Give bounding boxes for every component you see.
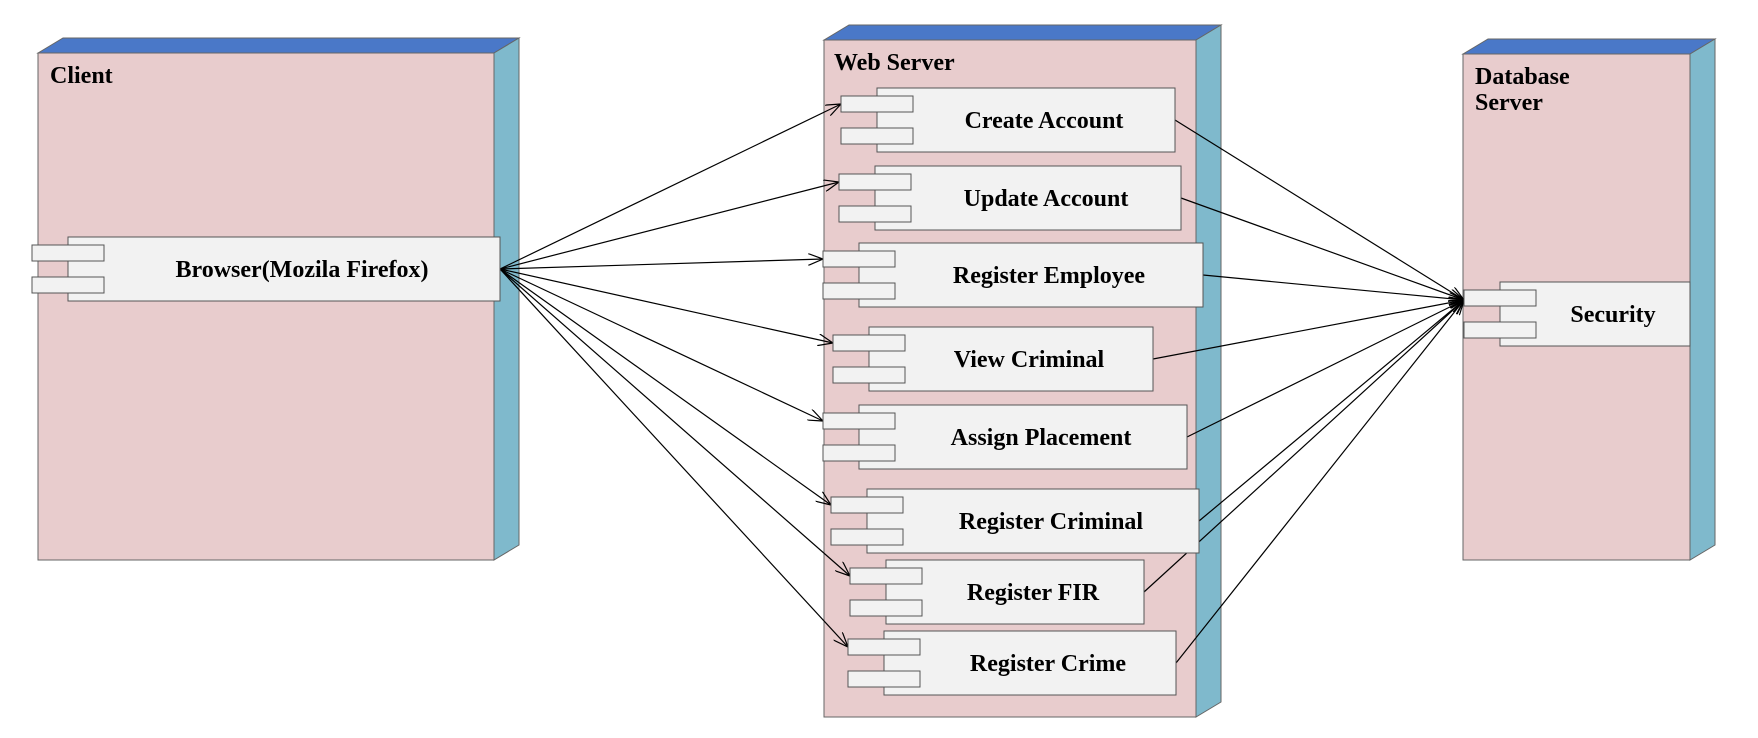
connector-create-account-to-security — [1174, 119, 1464, 300]
connector-browser-to-assign-placement — [499, 268, 823, 421]
component-view-criminal: View Criminal — [832, 326, 1154, 392]
component-tab-icon — [847, 670, 921, 688]
component-body — [858, 242, 1204, 308]
component-tab-icon — [822, 250, 896, 268]
components-layer: Browser(Mozila Firefox) Create AccountUpd… — [31, 87, 1691, 696]
component-label: Register FIR — [967, 580, 1100, 606]
component-label: Create Account — [965, 108, 1124, 134]
component-body — [876, 87, 1176, 153]
connector-register-crime-to-security — [1175, 300, 1464, 664]
node-client: Client — [36, 37, 521, 561]
node-top-face — [1461, 38, 1717, 55]
component-tab-icon — [838, 173, 912, 191]
component-tab-icon — [1463, 321, 1537, 339]
component-register-employee: Register Employee — [822, 242, 1204, 308]
component-register-crime: Register Crime — [847, 630, 1177, 696]
component-tab-icon — [822, 412, 896, 430]
component-body — [874, 165, 1182, 231]
node-top-face — [822, 24, 1223, 41]
component-tab-icon — [822, 282, 896, 300]
connector-browser-to-view-criminal — [499, 268, 833, 343]
component-body — [866, 488, 1200, 554]
node-title: Web Server — [834, 50, 955, 76]
connector-browser-to-update-account — [499, 182, 839, 270]
connector-update-account-to-security — [1180, 197, 1464, 300]
node-title: Database — [1475, 64, 1570, 90]
component-assign-placement: Assign Placement — [822, 404, 1188, 470]
component-label: Security — [1570, 302, 1655, 328]
connector-browser-to-create-account — [499, 104, 841, 270]
connections-layer — [499, 104, 1464, 664]
node-side-face — [1689, 38, 1716, 561]
component-label: Assign Placement — [951, 425, 1132, 451]
connector-register-criminal-to-security — [1198, 300, 1464, 522]
node-front-face — [37, 52, 495, 561]
connector-assign-placement-to-security — [1186, 300, 1464, 438]
component-label: Browser(Mozila Firefox) — [175, 257, 428, 283]
connector-view-criminal-to-security — [1152, 300, 1464, 360]
component-label: Update Account — [964, 186, 1129, 212]
connector-browser-to-register-employee — [499, 259, 823, 270]
component-create-account: Create Account — [840, 87, 1176, 153]
component-body — [885, 559, 1145, 625]
component-body — [868, 326, 1154, 392]
component-body — [883, 630, 1177, 696]
component-tab-icon — [832, 334, 906, 352]
connector-register-employee-to-security — [1202, 274, 1464, 300]
component-security: Security — [1463, 281, 1691, 347]
component-tab-icon — [832, 366, 906, 384]
component-tab-icon — [849, 567, 923, 585]
component-tab-icon — [31, 244, 105, 262]
component-tab-icon — [847, 638, 921, 656]
component-tab-icon — [849, 599, 923, 617]
node-title: Client — [50, 63, 113, 89]
component-tab-icon — [822, 444, 896, 462]
connector-browser-to-register-fir — [499, 268, 850, 576]
component-label: Register Criminal — [959, 509, 1144, 535]
component-tab-icon — [830, 528, 904, 546]
connector-browser-to-register-criminal — [499, 268, 831, 505]
component-label: Register Employee — [953, 263, 1146, 289]
component-tab-icon — [838, 205, 912, 223]
connector-browser-to-register-crime — [499, 268, 848, 647]
component-update-account: Update Account — [838, 165, 1182, 231]
component-tab-icon — [840, 127, 914, 145]
component-tab-icon — [1463, 289, 1537, 307]
component-register-fir: Register FIR — [849, 559, 1145, 625]
component-label: View Criminal — [954, 347, 1105, 373]
node-side-face — [1195, 24, 1222, 718]
component-label: Register Crime — [970, 651, 1127, 677]
component-tab-icon — [840, 95, 914, 113]
node-title: Server — [1475, 90, 1543, 116]
component-register-criminal: Register Criminal — [830, 488, 1200, 554]
component-tab-icon — [830, 496, 904, 514]
component-browser: Browser(Mozila Firefox) — [31, 236, 501, 302]
component-body — [858, 404, 1188, 470]
component-tab-icon — [31, 276, 105, 294]
node-top-face — [36, 37, 521, 54]
component-body — [67, 236, 501, 302]
